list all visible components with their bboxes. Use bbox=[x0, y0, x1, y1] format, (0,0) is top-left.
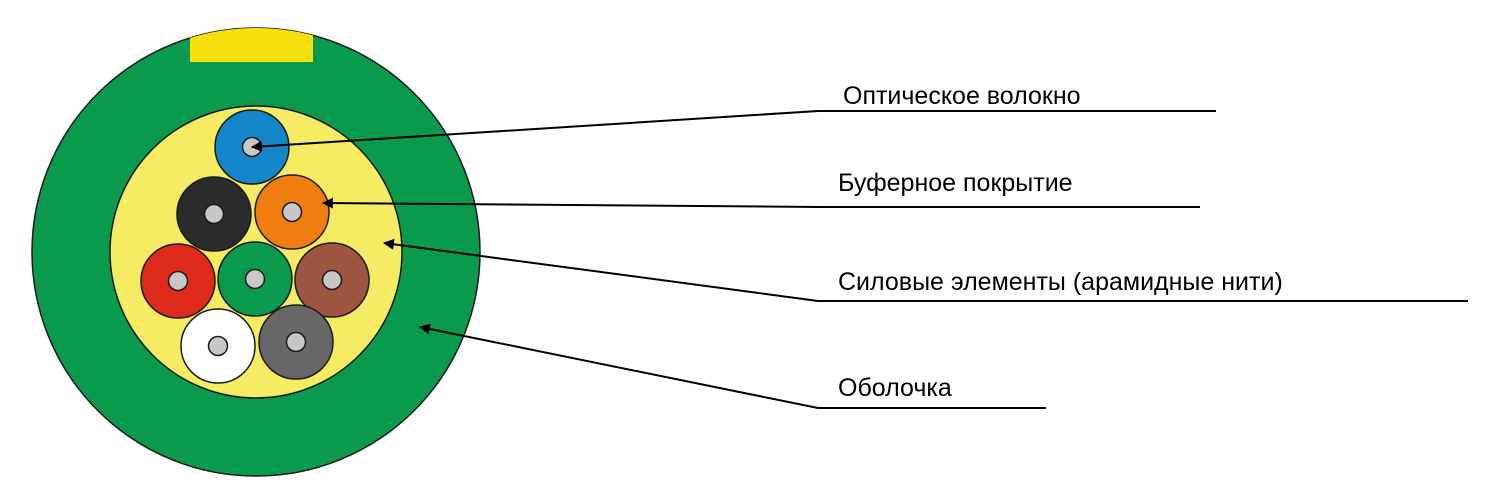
fiber-core-circle bbox=[285, 331, 307, 353]
leader-buffer-coating bbox=[321, 197, 819, 209]
fiber-core-circle bbox=[167, 270, 189, 292]
fiber-core-circle bbox=[207, 335, 229, 357]
jacket-marker-stripe bbox=[190, 28, 313, 62]
buffered-fiber bbox=[258, 304, 334, 380]
buffered-fiber bbox=[180, 308, 256, 384]
buffered-fiber bbox=[294, 242, 370, 318]
label-jacket: Оболочка bbox=[838, 374, 952, 402]
label-strength-members: Силовые элементы (арамидные нити) bbox=[838, 268, 1283, 296]
leader-strength-members bbox=[382, 238, 819, 302]
fiber-core-circle bbox=[281, 201, 303, 223]
buffered-fiber bbox=[254, 174, 330, 250]
leader-lines bbox=[250, 110, 1468, 409]
fiber-core-circle bbox=[321, 269, 343, 291]
label-buffer-coating: Буферное покрытие bbox=[838, 169, 1073, 197]
leader-jacket bbox=[418, 323, 819, 409]
leader-optical-fiber bbox=[250, 110, 819, 152]
buffered-fiber bbox=[140, 243, 216, 319]
buffered-fiber bbox=[176, 176, 252, 252]
fiber-core-circle bbox=[244, 268, 266, 290]
fiber-core-circle bbox=[203, 203, 225, 225]
label-optical-fiber: Оптическое волокно bbox=[843, 82, 1081, 110]
fiber-bundle bbox=[140, 109, 370, 384]
buffered-fiber bbox=[217, 241, 293, 317]
